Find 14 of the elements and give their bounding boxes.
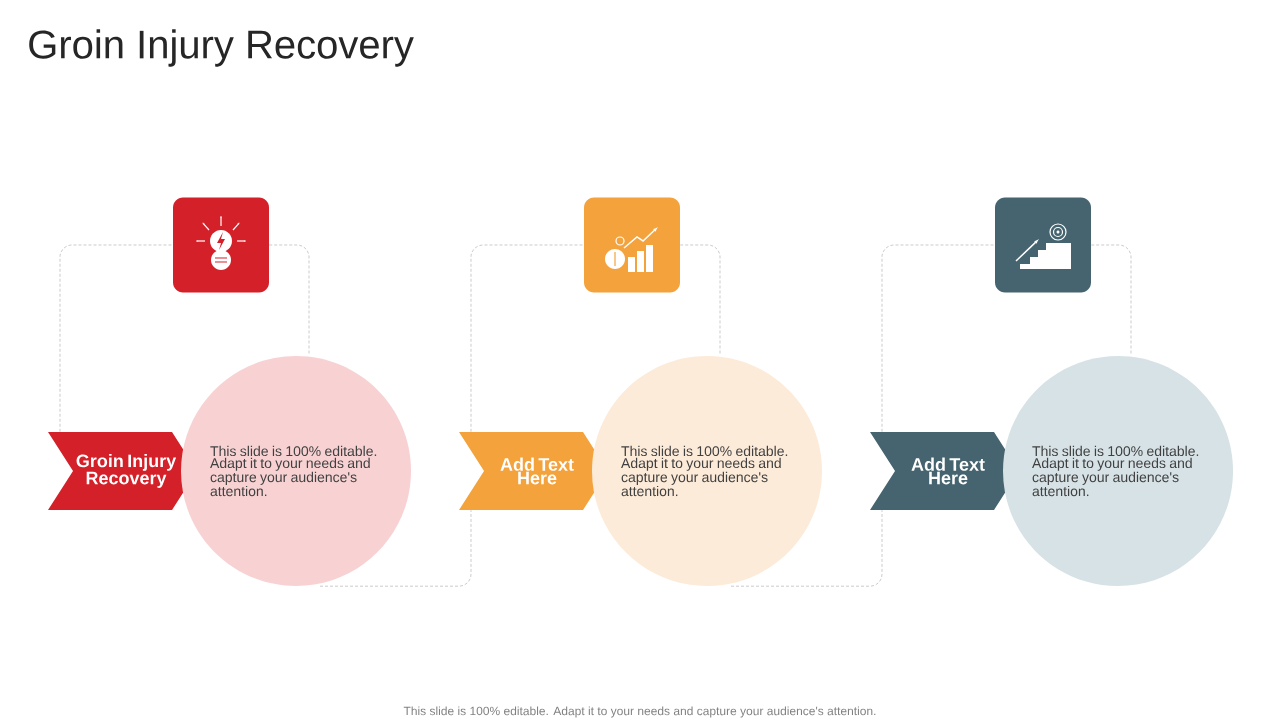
dashed-connector — [679, 244, 721, 356]
dashed-connector — [268, 244, 310, 356]
chevron-label: Add Text Here — [459, 432, 608, 510]
footer-note: This slide is 100% editable. Adapt it to your needs and capture your audience's attention. — [403, 706, 876, 718]
dashed-connector — [730, 509, 883, 587]
chevron-label: Add Text Here — [870, 432, 1019, 510]
icon-tile — [173, 197, 269, 293]
dashed-connector — [59, 244, 174, 433]
title: Groin Injury Recovery — [29, 29, 414, 67]
icon-tile — [584, 197, 680, 293]
dashed-connector — [1090, 244, 1132, 356]
dashed-connector — [881, 244, 996, 433]
dashed-connector — [319, 509, 472, 587]
dashed-connector — [470, 244, 585, 433]
